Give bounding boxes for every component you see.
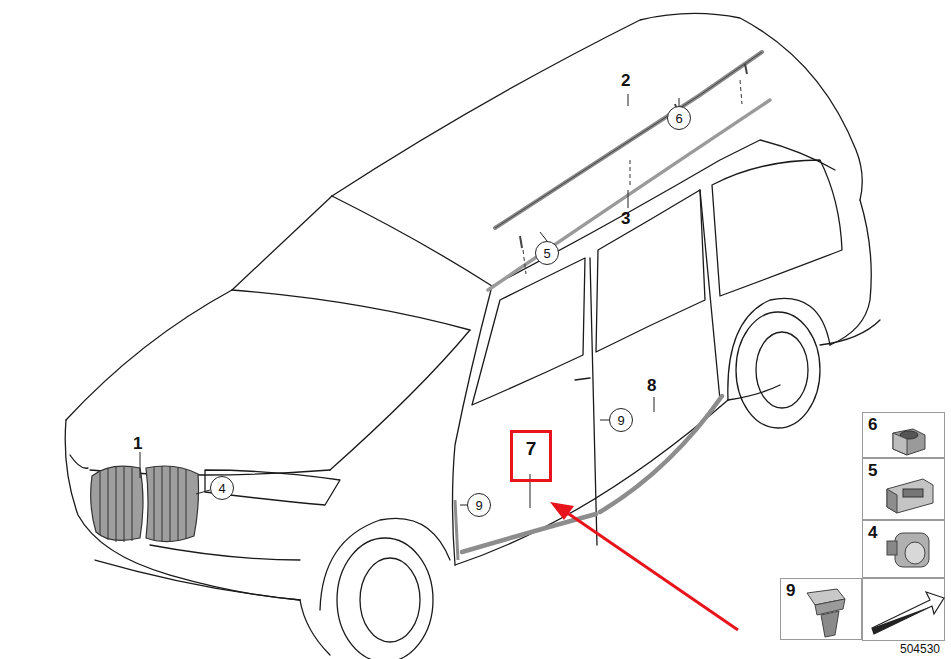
part-number: 9 bbox=[786, 582, 795, 599]
part-number: 5 bbox=[868, 462, 877, 479]
callout-number: 2 bbox=[621, 72, 630, 89]
callout-number: 3 bbox=[621, 210, 630, 227]
callout-circle: 6 bbox=[667, 106, 691, 130]
callout-number: 4 bbox=[218, 482, 225, 495]
part-icon-box: 9 bbox=[780, 578, 862, 640]
callout-number: 1 bbox=[133, 435, 142, 452]
part-number: 6 bbox=[868, 416, 877, 433]
part-icon-box: 4 bbox=[862, 520, 945, 578]
callout-number: 5 bbox=[543, 247, 550, 260]
callout-circle: 5 bbox=[535, 241, 559, 265]
callout-circle: 9 bbox=[467, 493, 491, 517]
callout-number: 7 bbox=[513, 439, 549, 458]
callout-circle: 9 bbox=[609, 408, 633, 432]
part-number: 4 bbox=[868, 524, 877, 541]
callout-number: 9 bbox=[617, 414, 624, 427]
callout-number: 6 bbox=[675, 112, 682, 125]
callout-circle: 4 bbox=[210, 476, 234, 500]
highlight-box: 7 bbox=[510, 430, 552, 482]
callout-number: 8 bbox=[647, 377, 656, 394]
part-icon-box: 6 bbox=[862, 412, 945, 458]
callout-number: 9 bbox=[475, 499, 482, 512]
diagram-number: 504530 bbox=[900, 643, 940, 655]
part-icon-box: 5 bbox=[862, 458, 945, 520]
